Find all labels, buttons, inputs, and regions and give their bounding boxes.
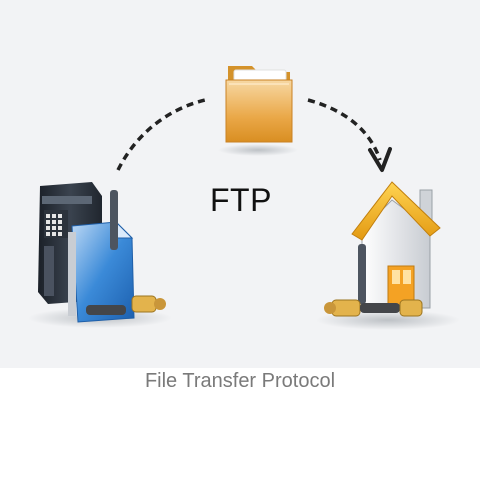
ftp-label: FTP — [210, 182, 272, 218]
diagram-caption: File Transfer Protocol — [144, 370, 336, 392]
ftp-diagram — [28, 66, 460, 330]
folder-icon — [218, 66, 298, 156]
arrow-left-to-folder — [116, 98, 206, 171]
server-icon — [28, 182, 172, 328]
house-icon — [316, 181, 460, 330]
document-icon — [68, 220, 135, 323]
arrow-folder-to-house — [307, 98, 392, 172]
